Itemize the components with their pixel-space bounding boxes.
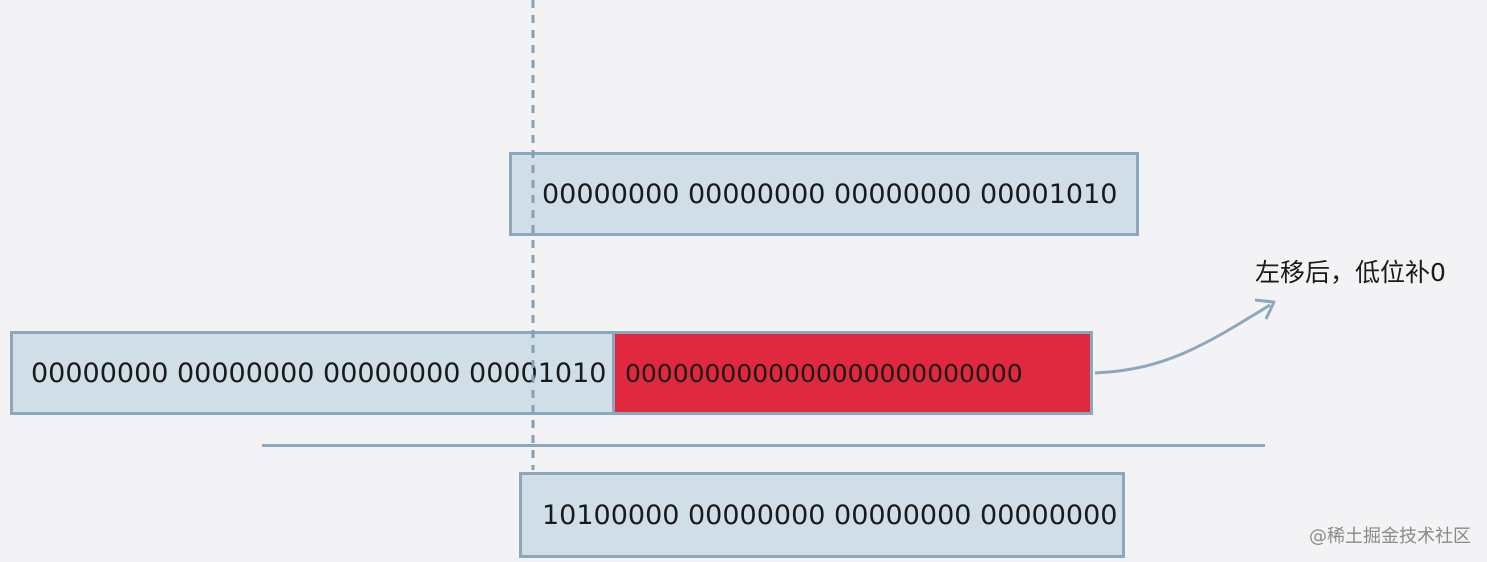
shifted-binary-text: 00000000 00000000 00000000 00001010: [31, 357, 607, 389]
padded-zeros-text: 0000000000000000000000000: [625, 358, 1023, 388]
padded-zeros-box: 0000000000000000000000000: [612, 331, 1093, 415]
result-binary-text: 10100000 00000000 00000000 00000000: [542, 499, 1118, 531]
result-binary-box: 10100000 00000000 00000000 00000000: [519, 472, 1125, 558]
annotation-label: 左移后，低位补0: [1255, 258, 1446, 287]
watermark: @稀土掘金技术社区: [1309, 526, 1471, 547]
original-binary-text: 00000000 00000000 00000000 00001010: [542, 178, 1118, 210]
original-binary-box: 00000000 00000000 00000000 00001010: [509, 152, 1139, 236]
shifted-binary-box: 00000000 00000000 00000000 00001010: [10, 331, 615, 415]
result-separator-line: [262, 444, 1265, 447]
